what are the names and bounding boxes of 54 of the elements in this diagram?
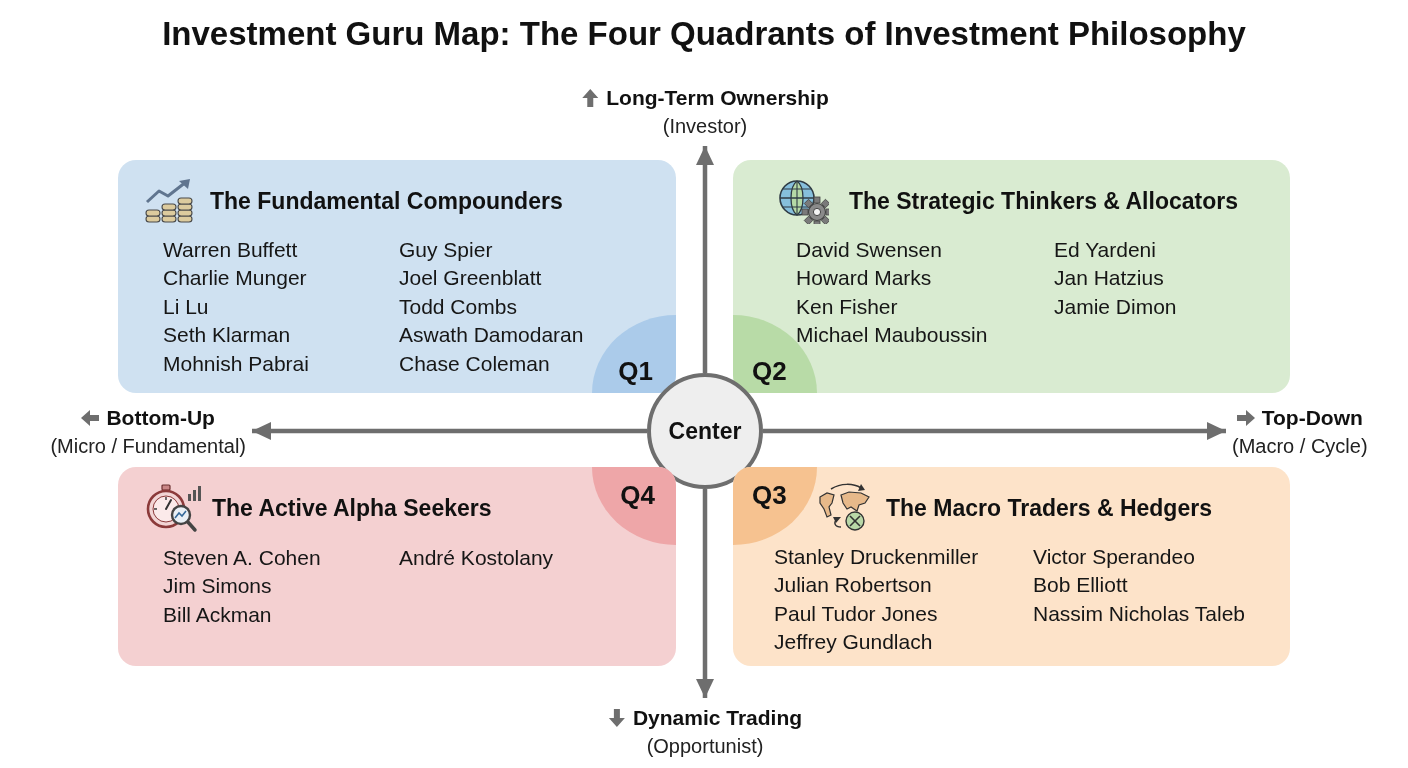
person-name: Stanley Druckenmiller [774, 544, 980, 570]
person-name: Seth Klarman [163, 322, 292, 349]
quadrant-panel [733, 160, 1290, 393]
person-name: Mohnish Pabrai [163, 350, 310, 377]
arrow [252, 422, 647, 440]
axis-sublabel: (Investor) [662, 114, 748, 139]
center-label: Center [668, 417, 742, 445]
quadrant-heading: The Fundamental Compounders [210, 187, 563, 216]
axis-label: Bottom-Up [106, 405, 215, 431]
person-name: Bob Elliott [1033, 572, 1129, 599]
arrow [696, 146, 714, 373]
quadrant-heading: The Active Alpha Seekers [212, 494, 492, 523]
axis-sublabel: (Macro / Cycle) [1232, 434, 1368, 459]
person-name: Jamie Dimon [1054, 293, 1177, 320]
person-name: Li Lu [163, 293, 210, 320]
person-name: Charlie Munger [163, 265, 308, 292]
quadrant-number: Q4 [620, 482, 655, 508]
person-name: Nassim Nicholas Taleb [1033, 600, 1246, 627]
arrow [696, 489, 714, 698]
diagram-title: Investment Guru Map: The Four Quadrants of Investment Philosophy [161, 14, 1247, 54]
person-name: David Swensen [796, 237, 943, 263]
person-name: Victor Sperandeo [1033, 544, 1196, 570]
person-name: Ed Yardeni [1054, 237, 1157, 263]
quadrant-number: Q1 [618, 358, 653, 384]
person-name: Michael Mauboussin [796, 322, 989, 349]
quadrant-number: Q2 [752, 358, 787, 384]
person-name: Paul Tudor Jones [774, 600, 939, 627]
person-name: Ken Fisher [796, 293, 899, 320]
arrow [763, 422, 1226, 440]
person-name: Joel Greenblatt [399, 265, 543, 292]
quadrant-heading: The Strategic Thinkers & Allocators [849, 187, 1238, 216]
quadrant-panel [118, 467, 676, 666]
person-name: Steven A. Cohen [163, 545, 322, 571]
axis-label: Top-Down [1261, 405, 1363, 431]
person-name: André Kostolany [399, 545, 554, 571]
person-name: Howard Marks [796, 265, 933, 292]
person-name: Jan Hatzius [1054, 265, 1165, 292]
quadrant-panel [733, 467, 1290, 666]
person-name: Aswath Damodaran [399, 322, 584, 349]
quadrant-panel [118, 160, 676, 393]
person-name: Todd Combs [399, 293, 518, 320]
person-name: Chase Coleman [399, 350, 551, 377]
axis-sublabel: (Micro / Fundamental) [50, 434, 246, 459]
axis-label: Dynamic Trading [632, 705, 803, 731]
person-name: Julian Robertson [774, 572, 933, 599]
quadrant-number: Q3 [752, 482, 787, 508]
person-name: Guy Spier [399, 237, 494, 263]
person-name: Jim Simons [163, 573, 273, 600]
axis-sublabel: (Opportunist) [646, 734, 764, 759]
person-name: Bill Ackman [163, 601, 273, 628]
person-name: Warren Buffett [163, 237, 299, 263]
person-name: Jeffrey Gundlach [774, 629, 934, 656]
axis-label: Long-Term Ownership [606, 85, 829, 111]
quadrant-heading: The Macro Traders & Hedgers [886, 494, 1212, 523]
